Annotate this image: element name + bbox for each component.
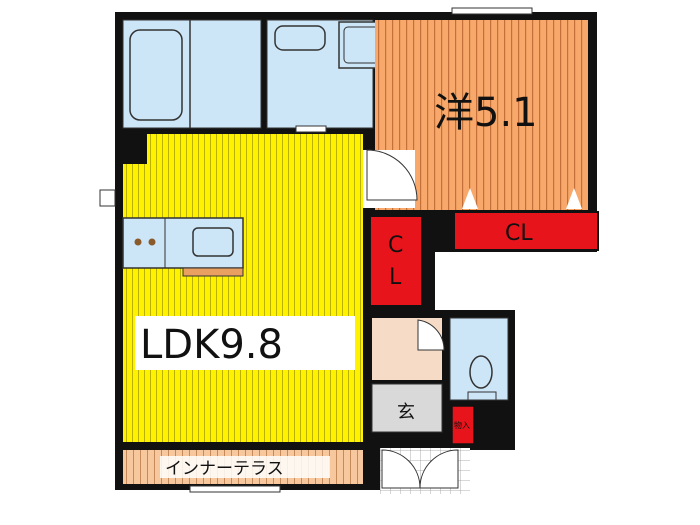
ldk-room: LDK9.8 <box>122 134 363 442</box>
ldk-room-label: LDK9.8 <box>140 322 283 368</box>
entrance-hall: 玄 <box>371 318 445 433</box>
western-door <box>363 149 418 208</box>
western-closet-label: CL <box>505 221 533 246</box>
wall-details <box>99 7 533 493</box>
toilet-room <box>449 317 509 401</box>
entrance-label: 玄 <box>397 402 415 423</box>
terrace-label: インナーテラス <box>165 459 284 479</box>
bathroom <box>122 19 262 129</box>
hall-closet-label-bottom: L <box>389 265 402 290</box>
hall-closet: C L <box>369 215 423 307</box>
western-closet: CL <box>453 211 599 251</box>
shoe-box-label: 物入 <box>454 420 470 430</box>
shoe-box: 物入 <box>451 405 475 445</box>
western-room-label: 洋5.1 <box>434 90 538 136</box>
washroom <box>266 19 390 129</box>
inner-terrace: インナーテラス <box>123 450 363 484</box>
entry-porch <box>380 448 470 494</box>
hall-closet-label-top: C <box>388 233 403 258</box>
